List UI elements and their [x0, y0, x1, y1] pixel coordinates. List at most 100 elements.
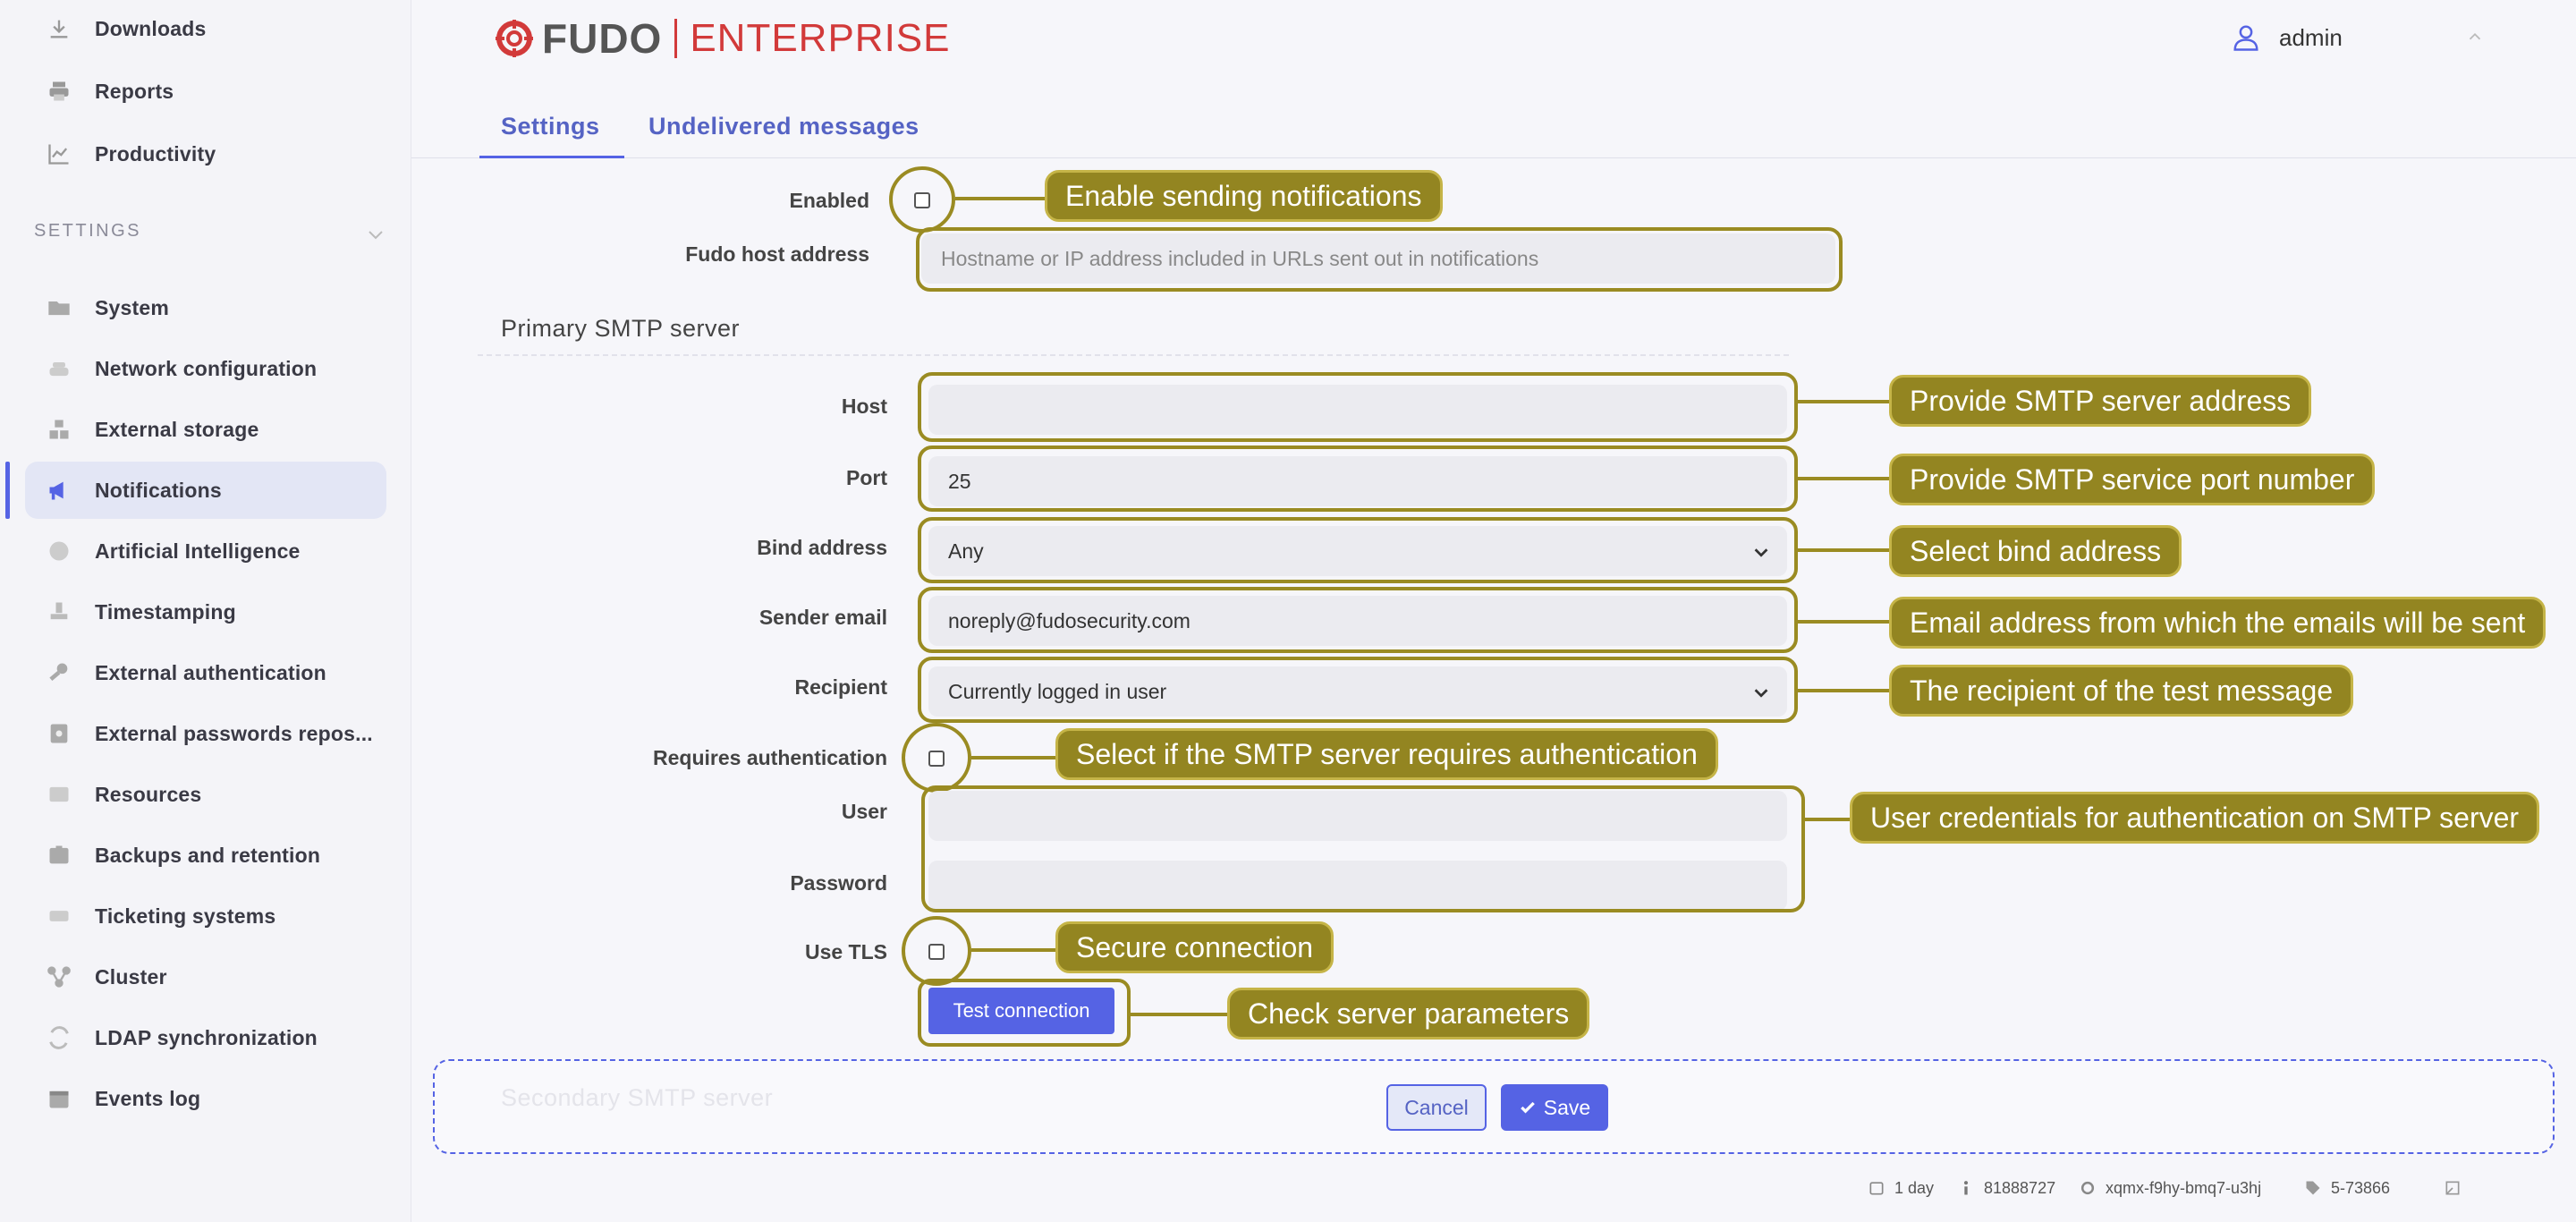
annotation-tls: Secure connection [1055, 921, 1335, 973]
logo-enterprise-text: ENTERPRISE [690, 16, 951, 60]
test-connection-button[interactable]: Test connection [928, 988, 1114, 1034]
host-input[interactable] [928, 385, 1787, 435]
user-icon [2233, 25, 2258, 51]
sidebar-item-label: Cluster [95, 964, 167, 989]
sidebar-item-label: Network configuration [95, 356, 318, 380]
sidebar-item-productivity[interactable]: Productivity [25, 125, 386, 182]
sidebar-item-ai[interactable]: Artificial Intelligence [25, 522, 386, 580]
sidebar-item-timestamping[interactable]: Timestamping [25, 583, 386, 641]
chevron-down-icon[interactable] [365, 224, 386, 245]
sidebar-item-notifications[interactable]: Notifications [25, 462, 386, 519]
secondary-smtp-section-title: Secondary SMTP server [501, 1084, 774, 1111]
ticket-icon [47, 904, 72, 929]
save-label: Save [1543, 1095, 1591, 1119]
fudo-logo[interactable]: FUDO ENTERPRISE [494, 14, 951, 63]
recipient-label: Recipient [794, 675, 887, 699]
annotation-ring-recipient [918, 657, 1798, 723]
annotation-recipient: The recipient of the test message [1889, 665, 2354, 717]
info-icon [1963, 1181, 1969, 1195]
chevron-down-icon [1754, 689, 1768, 698]
sender-email-input[interactable]: noreply@fudosecurity.com [928, 596, 1787, 646]
network-icon [47, 356, 72, 381]
info-status: 81888727 [1957, 1174, 2055, 1202]
gear-icon [2080, 1181, 2095, 1195]
brain-icon [47, 539, 72, 564]
annotation-leader-recipient [1798, 689, 1891, 692]
sidebar-item-cluster[interactable]: Cluster [25, 948, 386, 1006]
sidebar-item-label: Downloads [95, 16, 207, 40]
sidebar-item-system[interactable]: System [25, 279, 386, 336]
printer-icon [47, 79, 72, 104]
node-status: xqmx-f9hy-bmq7-u3hj [2079, 1174, 2261, 1202]
requires-auth-label: Requires authentication [653, 746, 887, 769]
host-address-input[interactable]: Hostname or IP address included in URLs … [921, 233, 1835, 284]
sidebar-item-label: External passwords repos... [95, 721, 373, 745]
section-divider [478, 354, 1789, 356]
sidebar-item-label: Productivity [95, 141, 216, 165]
calendar-icon [47, 1086, 72, 1111]
sidebar-item-external-auth[interactable]: External authentication [25, 644, 386, 701]
sidebar-item-external-passwords[interactable]: External passwords repos... [25, 705, 386, 762]
annotation-ring-bind [918, 517, 1798, 583]
key-icon [47, 660, 72, 685]
annotation-requires-auth: Select if the SMTP server requires authe… [1055, 728, 1718, 780]
bind-address-select[interactable]: Any [928, 526, 1787, 576]
sidebar-item-label: Backups and retention [95, 843, 321, 867]
sidebar-item-network[interactable]: Network configuration [25, 340, 386, 397]
annotation-leader-bind [1798, 548, 1891, 552]
sidebar-item-events-log[interactable]: Events log [25, 1070, 386, 1127]
sidebar-item-ldap[interactable]: LDAP synchronization [25, 1009, 386, 1066]
fudo-logo-icon [496, 20, 533, 57]
sidebar-item-resources[interactable]: Resources [25, 766, 386, 823]
password-input[interactable] [928, 861, 1787, 911]
license-status[interactable] [2444, 1174, 2470, 1202]
uptime-value: 1 day [1894, 1178, 1935, 1197]
sidebar-item-label: System [95, 295, 170, 319]
chart-icon [2445, 1181, 2460, 1195]
safe-icon [47, 721, 72, 746]
stamp-icon [47, 599, 72, 624]
user-name: admin [2279, 23, 2343, 51]
sidebar-item-label: External authentication [95, 660, 326, 684]
annotation-ring-host-address [916, 227, 1843, 292]
recipient-select[interactable]: Currently logged in user [928, 666, 1787, 717]
sidebar-section-settings: SETTINGS [34, 221, 142, 241]
node-value: xqmx-f9hy-bmq7-u3hj [2106, 1178, 2262, 1197]
annotation-ring-credentials [921, 785, 1805, 912]
tab-undelivered-messages[interactable]: Undelivered messages [648, 113, 919, 140]
user-input[interactable] [928, 791, 1787, 841]
annotation-sender: Email address from which the emails will… [1889, 597, 2546, 649]
annotation-ring-enabled [889, 166, 955, 233]
sidebar-item-label: Ticketing systems [95, 904, 276, 928]
cancel-button[interactable]: Cancel [1386, 1084, 1487, 1131]
save-button[interactable]: Save [1501, 1084, 1608, 1131]
password-label: Password [790, 871, 887, 895]
annotation-ring-port [918, 446, 1798, 512]
port-label: Port [846, 466, 887, 489]
sidebar-item-external-storage[interactable]: External storage [25, 401, 386, 458]
port-input[interactable]: 25 [928, 456, 1787, 506]
sidebar-item-backups[interactable]: Backups and retention [25, 827, 386, 884]
cluster-icon [47, 964, 72, 989]
sidebar-item-reports[interactable]: Reports [25, 63, 386, 120]
sidebar-item-label: Timestamping [95, 599, 236, 624]
sidebar-item-downloads[interactable]: Downloads [25, 0, 386, 57]
tab-settings[interactable]: Settings [501, 113, 600, 140]
megaphone-icon [47, 478, 72, 503]
sidebar-item-label: LDAP synchronization [95, 1025, 318, 1049]
sidebar-item-label: Artificial Intelligence [95, 539, 301, 563]
tag-icon [2306, 1181, 2320, 1195]
user-menu[interactable]: admin [2233, 20, 2343, 55]
sidebar: Downloads Reports Productivity SETTINGS … [0, 0, 411, 1222]
version-value: 5-73866 [2331, 1178, 2391, 1197]
use-tls-label: Use TLS [804, 940, 887, 963]
annotation-enabled: Enable sending notifications [1045, 170, 1443, 222]
storage-icon [47, 417, 72, 442]
annotation-leader-host [1798, 400, 1891, 403]
uptime-status: 1 day [1868, 1174, 1934, 1202]
active-indicator [5, 462, 10, 519]
chevron-up-icon[interactable] [2465, 27, 2485, 47]
sidebar-item-ticketing[interactable]: Ticketing systems [25, 887, 386, 945]
chart-line-icon [47, 141, 72, 166]
info-value: 81888727 [1984, 1178, 2056, 1197]
